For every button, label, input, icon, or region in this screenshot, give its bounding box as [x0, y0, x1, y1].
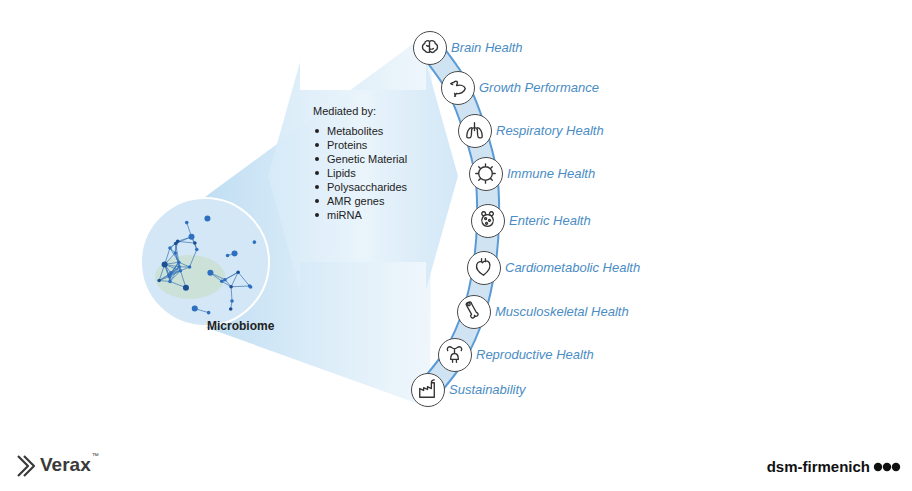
health-icon-circle: Enteric Health [471, 204, 505, 238]
list-heading: Mediated by: [313, 104, 407, 118]
microbiome-network [140, 197, 270, 327]
verax-logo-text: Verax [40, 454, 91, 476]
dsm-firmenich-logo-text: dsm-firmenich [767, 458, 870, 475]
list-item: AMR genes [313, 194, 407, 208]
health-area-label: Cardiometabolic Health [505, 260, 640, 276]
health-icon [414, 32, 445, 63]
double-arrow-shape [268, 60, 458, 292]
health-icon-circle: Reproductive Health [438, 338, 472, 372]
verax-logo-icon [18, 456, 34, 476]
health-icon-circle: Cardiometabolic Health [467, 251, 501, 285]
microbiome-label: Microbiome [207, 319, 274, 333]
health-area-label: Immune Health [507, 166, 595, 182]
health-icon-circle: Sustainability [411, 373, 445, 407]
list-item: Proteins [313, 138, 407, 152]
health-area-label: Musculoskeletal Health [495, 304, 629, 320]
health-icon [458, 296, 489, 327]
health-area-label: Reproductive Health [476, 347, 594, 363]
health-icon [470, 158, 501, 189]
microbiome-circle: Microbiome [140, 197, 270, 327]
health-icon-circle: Respiratory Health [458, 114, 492, 148]
health-icon-circle: Musculoskeletal Health [457, 295, 491, 329]
list-item: Lipids [313, 166, 407, 180]
health-icon [412, 374, 443, 405]
health-area-label: Sustainability [449, 382, 526, 398]
list-item: Genetic Material [313, 152, 407, 166]
health-area-label: Enteric Health [509, 213, 591, 229]
health-icon-circle: Brain Health [413, 31, 447, 65]
health-icon [439, 339, 470, 370]
list-item: Polysaccharides [313, 180, 407, 194]
health-icon-circle: Immune Health [469, 157, 503, 191]
list-item: Metabolites [313, 124, 407, 138]
health-icon-circle: Growth Performance [441, 71, 475, 105]
health-area-label: Respiratory Health [496, 123, 604, 139]
list-item: miRNA [313, 208, 407, 222]
trademark-mark: ™ [92, 452, 99, 459]
mediator-double-arrow: Mediated by: MetabolitesProteinsGenetic M… [268, 60, 458, 292]
health-icon [472, 205, 503, 236]
dsm-dots [874, 463, 900, 471]
health-icon [468, 252, 499, 283]
health-area-label: Growth Performance [479, 80, 599, 96]
health-area-label: Brain Health [451, 40, 523, 56]
health-icon [459, 115, 490, 146]
health-icon [442, 72, 473, 103]
